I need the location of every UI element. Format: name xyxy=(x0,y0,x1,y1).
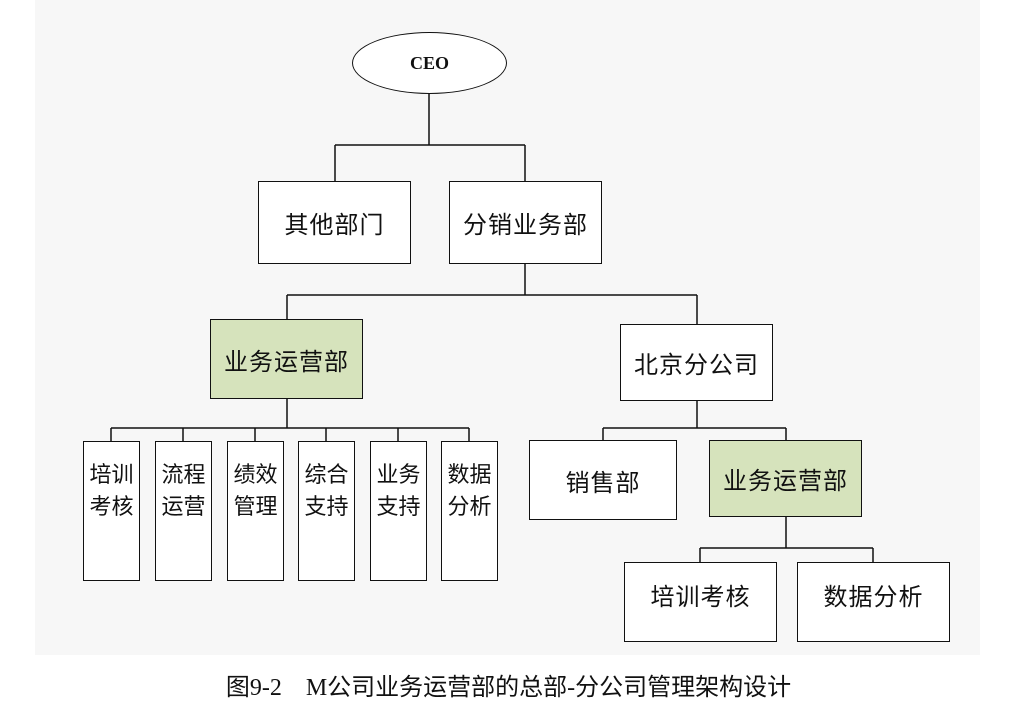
branch-sub-unit-training: 培训考核 xyxy=(624,562,777,642)
hq-sub-unit-data-analysis: 数据 分析 xyxy=(441,441,498,581)
sales-department-node: 销售部 xyxy=(529,440,677,520)
beijing-branch-node: 北京分公司 xyxy=(620,324,773,401)
hq-sub-unit-training: 培训 考核 xyxy=(83,441,140,581)
hq-operations-department-node: 业务运营部 xyxy=(210,319,363,399)
hq-sub-unit-business-support: 业务 支持 xyxy=(370,441,427,581)
figure-caption: 图9-2 M公司业务运营部的总部-分公司管理架构设计 xyxy=(225,675,792,701)
branch-operations-department-node: 业务运营部 xyxy=(709,440,862,517)
hq-sub-unit-general-support: 综合 支持 xyxy=(298,441,355,581)
other-departments-node: 其他部门 xyxy=(258,181,411,264)
hq-sub-unit-performance: 绩效 管理 xyxy=(227,441,284,581)
branch-sub-unit-data-analysis: 数据分析 xyxy=(797,562,950,642)
hq-sub-unit-process-ops: 流程 运营 xyxy=(155,441,212,581)
ceo-node: CEO xyxy=(352,32,507,94)
distribution-department-node: 分销业务部 xyxy=(449,181,602,264)
